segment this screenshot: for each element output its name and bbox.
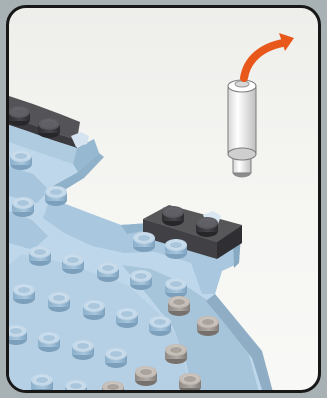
lego-build-illustration (9, 8, 321, 393)
instruction-step-panel (6, 5, 321, 393)
white-axle-pin-icon (228, 80, 256, 178)
orange-curved-arrow-icon (244, 33, 294, 78)
